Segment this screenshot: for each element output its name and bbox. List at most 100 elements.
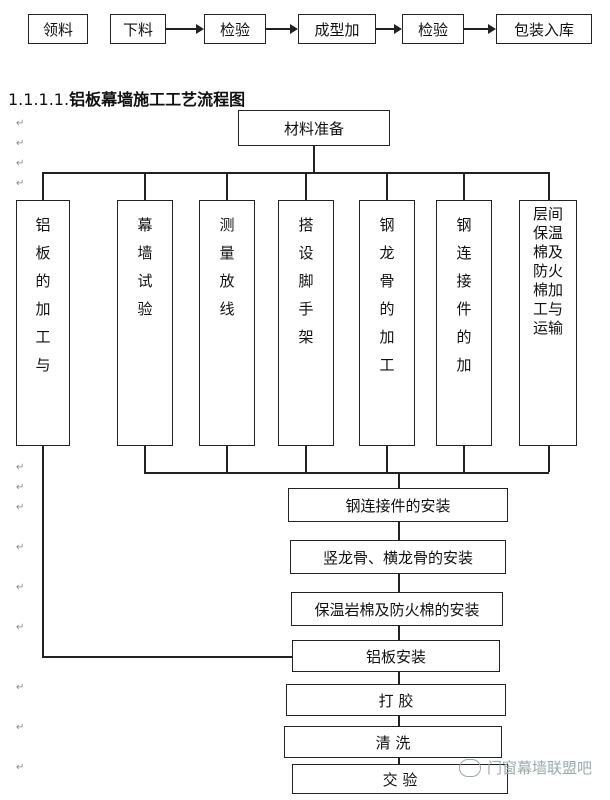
column-drop-7	[548, 172, 550, 200]
column-1-char: 板	[35, 244, 51, 262]
step-label-4: 铝板安装	[365, 647, 426, 666]
step-label-5: 打 胶	[378, 691, 414, 710]
column-5-char: 龙	[379, 244, 395, 262]
top-flow-label-4: 成型加	[314, 20, 360, 39]
watermark-text: 门窗幕墙联盟吧	[486, 759, 592, 777]
top-arrow-line-1	[166, 28, 196, 30]
column-6-char: 的	[456, 328, 472, 346]
top-arrow-line-2	[266, 28, 290, 30]
column-box-steel-connector: 钢 连 接 件 的 加	[436, 200, 492, 446]
para-mark: ↵	[16, 178, 25, 189]
column-5-char: 的	[379, 300, 395, 318]
column-box-aluminum-processing: 铝 板 的 加 工 与	[16, 200, 70, 446]
para-mark: ↵	[16, 582, 25, 593]
top-arrowhead-2	[290, 24, 298, 34]
top-arrow-line-4	[464, 28, 488, 30]
top-flow-box-4: 成型加	[298, 14, 376, 44]
column-4-char: 设	[298, 244, 314, 262]
column-3-char: 放	[219, 272, 235, 290]
para-mark: ↵	[16, 158, 25, 169]
step-connector-5	[398, 716, 400, 726]
column-drop-2	[144, 172, 146, 200]
column-box-survey: 测 量 放 线	[199, 200, 255, 446]
step-connector-6	[398, 758, 400, 764]
column-6-char: 连	[456, 244, 472, 262]
start-box: 材料准备	[238, 110, 390, 146]
top-flow-label-3: 检验	[219, 20, 250, 39]
step-connector-1	[398, 522, 400, 540]
step-label-2: 竖龙骨、横龙骨的安装	[322, 548, 473, 567]
aluminum-connector-down	[42, 446, 44, 656]
column-box-scaffold: 搭 设 脚 手 架	[278, 200, 334, 446]
column-1-char: 铝	[35, 216, 51, 234]
top-flow-box-1: 领料	[28, 14, 88, 44]
para-mark: ↵	[16, 138, 25, 149]
para-mark: ↵	[16, 762, 25, 773]
collector-rise-6	[463, 446, 465, 472]
column-5-char: 工	[379, 356, 395, 374]
step-box-5: 打 胶	[286, 684, 506, 716]
step-label-7: 交 验	[382, 770, 418, 789]
column-6-char: 钢	[456, 216, 472, 234]
column-2-char: 墙	[137, 244, 153, 262]
top-flow-box-5: 检验	[402, 14, 464, 44]
section-heading: 1.1.1.1.铝板幕墙施工工艺流程图	[8, 86, 245, 110]
top-flow-box-6: 包装入库	[496, 14, 592, 44]
column-drop-6	[463, 172, 465, 200]
column-3-char: 线	[219, 300, 235, 318]
top-flow-label-1: 领料	[42, 20, 73, 39]
collector-drop	[398, 472, 400, 488]
top-flow-label-6: 包装入库	[513, 20, 574, 39]
column-7-line: 棉加	[532, 281, 563, 299]
step-label-6: 清 洗	[375, 733, 411, 752]
column-7-line: 运输	[532, 319, 563, 337]
step-box-3: 保温岩棉及防火棉的安装	[291, 592, 503, 626]
column-2-char: 幕	[137, 216, 153, 234]
aluminum-connector-across	[42, 656, 292, 658]
step-box-6: 清 洗	[284, 726, 502, 758]
heading-text: 铝板幕墙施工工艺流程图	[69, 90, 246, 109]
column-4-char: 架	[298, 328, 314, 346]
step-box-1: 钢连接件的安装	[288, 488, 508, 522]
top-arrowhead-4	[488, 24, 496, 34]
para-mark: ↵	[16, 722, 25, 733]
top-flow-label-5: 检验	[417, 20, 448, 39]
watermark: 门窗幕墙联盟吧	[458, 757, 592, 778]
wechat-icon	[458, 758, 481, 777]
collector-rise-4	[305, 446, 307, 472]
column-4-char: 搭	[298, 216, 314, 234]
start-box-label: 材料准备	[283, 119, 344, 138]
column-7-line: 层间	[532, 205, 563, 223]
top-flow-label-2: 下料	[122, 20, 153, 39]
column-2-char: 验	[137, 300, 153, 318]
column-drop-5	[386, 172, 388, 200]
column-1-char: 加	[35, 300, 51, 318]
column-5-char: 加	[379, 328, 395, 346]
para-mark: ↵	[16, 118, 25, 129]
top-arrowhead-1	[196, 24, 204, 34]
column-3-char: 量	[219, 244, 235, 262]
column-5-char: 钢	[379, 216, 395, 234]
column-1-char: 工	[35, 328, 51, 346]
collector-rise-5	[386, 446, 388, 472]
distribution-bar	[42, 172, 549, 174]
start-connector	[313, 146, 315, 172]
column-1-char: 的	[35, 272, 51, 290]
step-label-3: 保温岩棉及防火棉的安装	[314, 600, 480, 619]
para-mark: ↵	[16, 482, 25, 493]
top-arrowhead-3	[394, 24, 402, 34]
step-connector-4	[398, 672, 400, 684]
top-arrow-line-3	[376, 28, 394, 30]
para-mark: ↵	[16, 542, 25, 553]
column-7-line: 棉及	[532, 243, 563, 261]
collector-bar	[144, 472, 549, 474]
column-box-steel-keel: 钢 龙 骨 的 加 工	[359, 200, 415, 446]
column-7-line: 防火	[532, 262, 563, 280]
heading-prefix: 1.1.1.1.	[8, 90, 70, 109]
column-box-wall-test: 幕 墙 试 验	[117, 200, 173, 446]
column-6-char: 加	[456, 356, 472, 374]
collector-rise-3	[226, 446, 228, 472]
column-drop-3	[226, 172, 228, 200]
column-3-char: 测	[219, 216, 235, 234]
para-mark: ↵	[16, 622, 25, 633]
